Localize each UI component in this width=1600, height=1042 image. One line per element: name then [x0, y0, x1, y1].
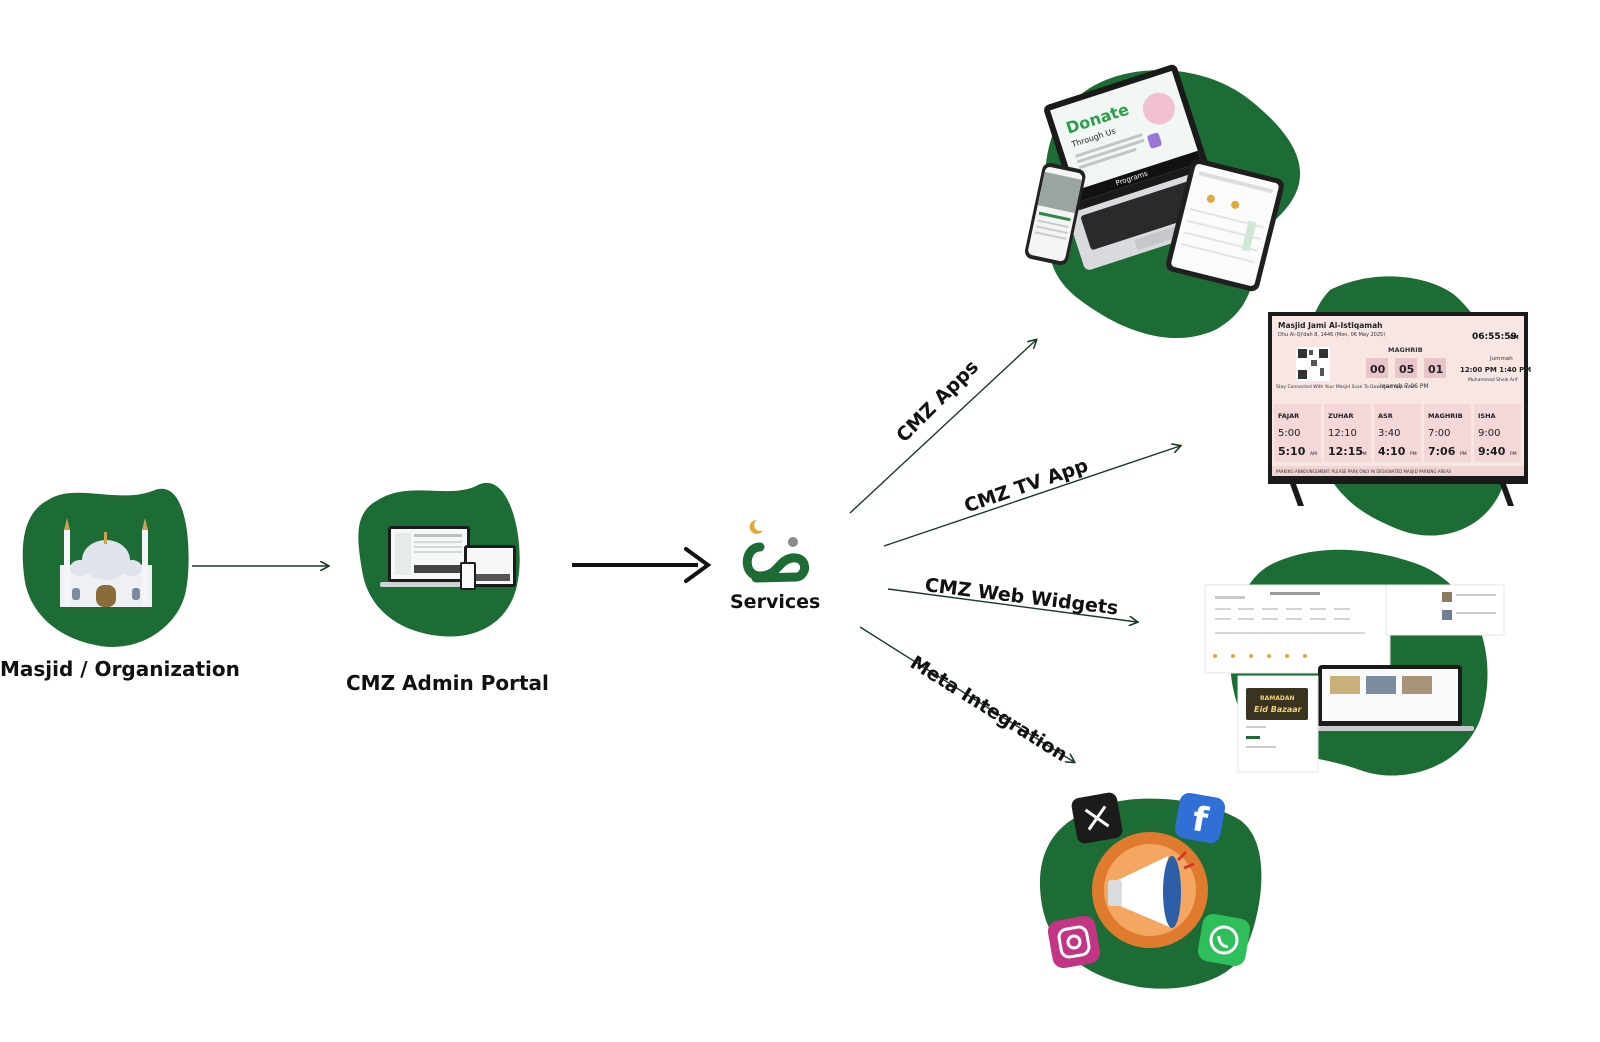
tv-prayer-name: ASR — [1378, 412, 1393, 420]
arrow-portal-to-services-head — [684, 547, 712, 583]
widget-banner-line2: Eid Bazaar — [1254, 705, 1303, 714]
logo-dot-icon — [788, 537, 798, 547]
facebook-icon: f — [1174, 792, 1226, 844]
meta-mockup: f — [1039, 792, 1262, 989]
tv-prayer-name: ZUHAR — [1328, 412, 1353, 420]
tv-ticker: PARKING ANNOUNCEMENT: PLEASE PARK ONLY I… — [1276, 469, 1452, 474]
instagram-icon — [1047, 915, 1101, 969]
arrow-to-tv-app — [883, 446, 1180, 547]
tv-prayer-name: ISHA — [1478, 412, 1496, 420]
tv-clock-suffix: PM — [1510, 335, 1519, 341]
widget-ramadan-banner — [1246, 688, 1308, 720]
tv-countdown-h: 00 — [1370, 363, 1386, 376]
phone-device — [1024, 163, 1086, 266]
tv-prayer-adhan: 7:00 — [1428, 428, 1450, 439]
megaphone-icon — [1092, 832, 1208, 948]
arrow-to-web-widgets — [887, 588, 1137, 622]
tv-jummah-times: 12:00 PM 1:40 PM — [1460, 366, 1531, 374]
crescent-icon — [749, 519, 763, 534]
tv-prayer-suffix: PM — [1360, 451, 1367, 457]
tv-prayer-adhan: 5:00 — [1278, 428, 1300, 439]
tv-prayer-cell — [1324, 404, 1371, 462]
tv-countdown: 00 05 01 — [1366, 358, 1446, 378]
tv-prayer-cell — [1474, 404, 1521, 462]
tv-prayer-suffix: PM — [1510, 451, 1517, 457]
tv-iqamah: Iqamah 7:06 PM — [1380, 383, 1429, 390]
tv-prayer-adhan: 9:00 — [1478, 428, 1500, 439]
web-widgets-mockup: RAMADAN Eid Bazaar — [1204, 549, 1505, 776]
services-label: Services — [730, 591, 821, 613]
widget-laptop — [1306, 665, 1474, 731]
tv-prayer-cell — [1374, 404, 1421, 462]
tv-clock: 06:55:59 — [1472, 332, 1517, 342]
tv-prayer-suffix: PM — [1410, 451, 1417, 457]
tv-qr-caption: Stay Connected With Your Masjid Scan To … — [1276, 384, 1416, 390]
tv-masjid-name: Masjid Jami Al-Istiqamah — [1278, 321, 1383, 330]
tv-prayer-name: MAGHRIB — [1428, 412, 1463, 420]
tv-jummah-label: Jummah — [1489, 356, 1513, 362]
tablet-device — [1166, 158, 1284, 292]
arrow-to-meta — [859, 626, 1074, 762]
tv-prayer-cell — [1424, 404, 1471, 462]
tv-prayer-iqamah: 12:15 — [1328, 445, 1363, 458]
tv-prayer-adhan: 12:10 — [1328, 428, 1357, 439]
widget-prayer-table — [1204, 584, 1391, 674]
widget-banner-line1: RAMADAN — [1260, 695, 1295, 702]
masjid-label: Masjid / Organization — [0, 657, 240, 681]
tv-prayer-iqamah: 4:10 — [1378, 445, 1406, 458]
arrow-to-apps — [849, 340, 1036, 514]
tv-prayer-name: FAJAR — [1278, 412, 1299, 420]
whatsapp-icon — [1197, 913, 1251, 967]
tv-prayer-adhan: 3:40 — [1378, 428, 1400, 439]
admin-portal-label: CMZ Admin Portal — [346, 671, 549, 695]
tv-prayer-iqamah: 5:10 — [1278, 445, 1306, 458]
tv-prayer-cell — [1274, 404, 1321, 462]
cmz-logo — [742, 519, 809, 583]
tv-jummah-imam: Muhammad Sheik Arif — [1468, 377, 1518, 383]
tv-mockup: Masjid Jami Al-Istiqamah Dhu Al-Qi'dah 8… — [1268, 276, 1531, 536]
tv-hijri-date: Dhu Al-Qi'dah 8, 1446 (Mon, 06 May 2025) — [1278, 332, 1385, 338]
tv-qr-code — [1296, 347, 1330, 381]
apps-mockup: Donate Through Us Programs — [1024, 64, 1301, 339]
masjid-node — [22, 488, 189, 647]
tv-prayer-iqamah: 7:06 — [1428, 445, 1456, 458]
admin-portal-node — [358, 482, 520, 637]
x-icon — [1071, 792, 1123, 844]
tv-prayer-suffix: PM — [1460, 451, 1467, 457]
tv-prayer-suffix: AM — [1310, 451, 1317, 457]
tv-countdown-m: 05 — [1399, 363, 1414, 376]
tv-countdown-s: 01 — [1428, 363, 1443, 376]
tv-prayer-iqamah: 9:40 — [1478, 445, 1506, 458]
mosque-icon — [60, 518, 152, 607]
admin-devices-icon — [380, 526, 516, 590]
tv-current-prayer: MAGHRIB — [1388, 346, 1423, 354]
logo-mark-icon — [742, 542, 809, 583]
